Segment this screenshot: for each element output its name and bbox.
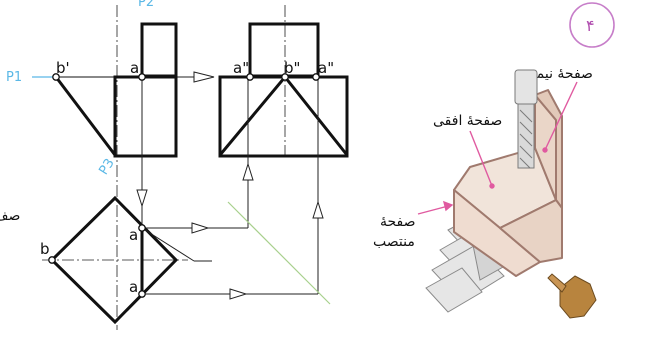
label-front-a: a' bbox=[130, 59, 143, 77]
figure-number-circle bbox=[569, 2, 615, 48]
pointer-lines bbox=[417, 81, 578, 215]
label-side-a-left: a" bbox=[233, 59, 249, 77]
label-top-a-lower: a bbox=[129, 278, 138, 296]
fold-line-45 bbox=[227, 201, 331, 305]
plane-label-p1: P1 bbox=[6, 70, 22, 85]
projection-drawing: P2 P3 P1 bbox=[0, 0, 349, 330]
front-view bbox=[54, 22, 178, 158]
label-side-b: b" bbox=[284, 59, 300, 77]
projection-points bbox=[48, 73, 320, 298]
label-front-b: b' bbox=[56, 59, 70, 77]
projection-lines bbox=[141, 77, 319, 295]
label-profile-plane: صفحهٔ نیمرخ bbox=[520, 66, 593, 82]
hand-pointer-icon bbox=[547, 273, 597, 319]
label-horizontal-plane: صفحهٔ افقی bbox=[433, 113, 502, 129]
label-vertical-line1: صفحهٔ bbox=[380, 214, 416, 230]
label-vertical-line2: منتصب bbox=[373, 234, 415, 250]
end-mill-tool bbox=[514, 69, 538, 169]
plane-label-p3: P3 bbox=[96, 156, 117, 178]
side-view bbox=[218, 22, 349, 158]
label-side-a-right: a" bbox=[318, 59, 334, 77]
plane-label-p2: P2 bbox=[138, 0, 154, 10]
edge-text-left: صف bbox=[0, 208, 20, 224]
illustration-figure-4: ۴ صفحهٔ نیمرخ صفحهٔ افقی صفحهٔ منتصب bbox=[373, 2, 615, 319]
figure-number: ۴ bbox=[586, 16, 595, 35]
label-top-b: b bbox=[40, 240, 50, 258]
label-top-a-upper: a bbox=[129, 226, 138, 244]
top-view bbox=[49, 195, 179, 325]
projection-arrows bbox=[136, 71, 324, 300]
